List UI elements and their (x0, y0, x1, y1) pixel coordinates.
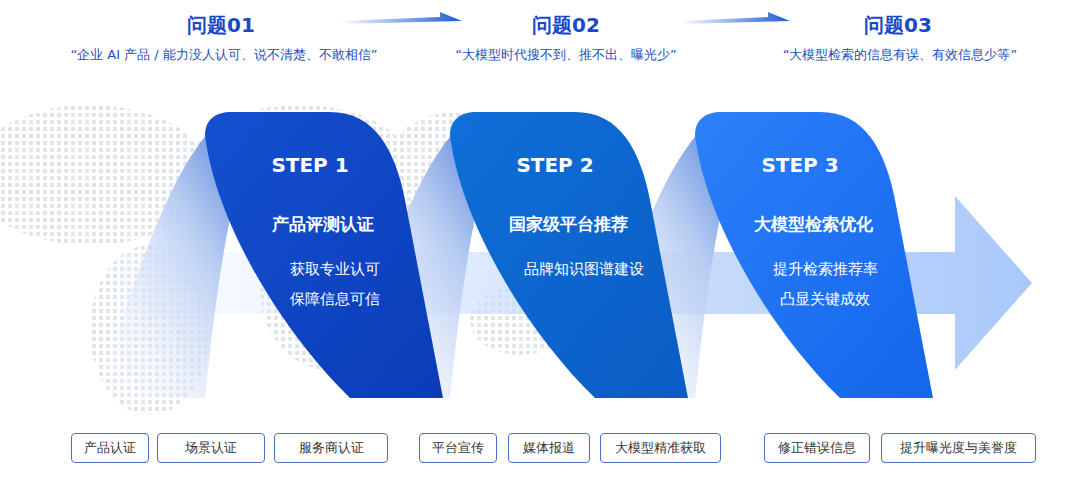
flow-arrow (680, 12, 790, 24)
tag-text: 平台宣传 (432, 439, 484, 457)
problem-quote: “大模型时代搜不到、推不出、曝光少” (455, 46, 676, 64)
step-description: 品牌知识图谱建设 (524, 254, 636, 284)
feature-tag-box: 服务商认证 (274, 433, 388, 463)
feature-tag-box: 修正错误信息 (764, 433, 870, 463)
step-title: 国家级平台推荐 (493, 212, 643, 236)
tag-text: 大模型精准获取 (615, 439, 706, 457)
step-title: 大模型检索优化 (738, 212, 888, 236)
feature-tag-box: 产品认证 (71, 433, 149, 463)
feature-tag-box: 大模型精准获取 (600, 433, 721, 463)
step-number: STEP 1 (235, 152, 385, 178)
step-ribbon-panel: STEP 3 大模型检索优化提升检索推荐率 凸显关键成效 (695, 112, 935, 398)
tag-text: 服务商认证 (299, 439, 364, 457)
problem-heading: 问题01 (187, 12, 255, 39)
step-description: 获取专业认可 保障信息可信 (279, 254, 391, 314)
tag-text: 媒体报道 (523, 439, 575, 457)
feature-tag-box: 平台宣传 (419, 433, 497, 463)
step-description: 提升检索推荐率 凸显关键成效 (769, 254, 881, 314)
problem-heading: 问题02 (532, 12, 600, 39)
step-number: STEP 3 (725, 152, 875, 178)
feature-tag-box: 媒体报道 (508, 433, 590, 463)
problem-quote: “大模型检索的信息有误、有效信息少等” (783, 46, 1017, 64)
tag-text: 修正错误信息 (778, 439, 856, 457)
step-number: STEP 2 (480, 152, 630, 178)
flow-arrow (340, 12, 462, 24)
tag-text: 产品认证 (84, 439, 136, 457)
step-ribbon-panel: STEP 2 国家级平台推荐品牌知识图谱建设 (450, 112, 690, 398)
feature-tag-box: 提升曝光度与美誉度 (881, 433, 1036, 463)
problem-heading: 问题03 (864, 12, 932, 39)
ribbon-back-folds (95, 112, 752, 398)
tag-text: 提升曝光度与美誉度 (900, 439, 1017, 457)
ribbon-outline (450, 112, 688, 398)
ribbon-outline (205, 112, 443, 398)
problem-quote: “企业 AI 产品 / 能力没人认可、说不清楚、不敢相信” (70, 46, 377, 64)
tag-text: 场景认证 (185, 439, 237, 457)
feature-tag-box: 场景认证 (157, 433, 265, 463)
step-title: 产品评测认证 (248, 212, 398, 236)
step-ribbon-panel: STEP 1 产品评测认证获取专业认可 保障信息可信 (205, 112, 445, 398)
ribbon-outline (695, 112, 933, 398)
